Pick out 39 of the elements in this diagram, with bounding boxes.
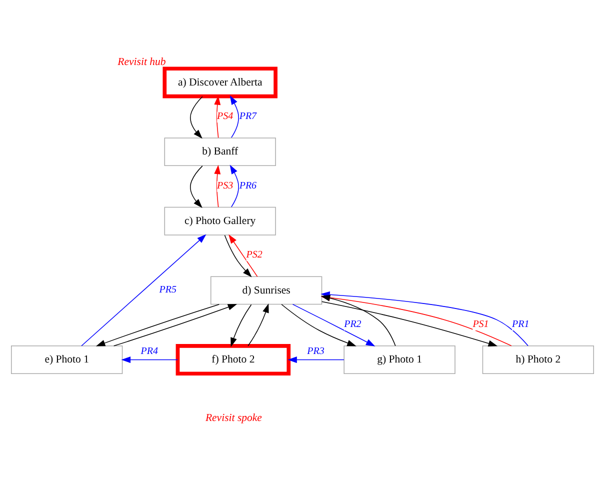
node-box: e) Photo 1	[11, 345, 123, 374]
node-box: d) Sunrises	[210, 276, 322, 304]
arrow	[190, 165, 203, 208]
node-box: h) Photo 2	[482, 345, 594, 374]
node-box: a) Discover Alberta	[162, 66, 278, 98]
node-box: g) Photo 1	[344, 345, 456, 374]
edge-label: PR2	[344, 318, 362, 330]
node-box: f) Photo 2	[176, 343, 291, 376]
arrow	[322, 300, 498, 346]
edge-label: PR4	[140, 345, 158, 356]
edge-label: PS3	[217, 180, 234, 191]
arrow	[81, 234, 206, 346]
edge-label: PS1	[472, 318, 489, 330]
edge-label: PS4	[217, 110, 234, 122]
arrow	[281, 303, 356, 346]
arrow	[121, 356, 178, 362]
edge-label: PR1	[512, 318, 530, 330]
node-box: c) Photo Gallery	[164, 206, 276, 235]
arrow	[96, 303, 220, 346]
arrow	[230, 94, 239, 138]
edge-label: PR7	[239, 110, 257, 122]
arrow	[230, 304, 252, 346]
edge-label: PR3	[307, 345, 324, 356]
node-box: b) Banff	[164, 137, 276, 166]
arrow	[228, 234, 258, 276]
edge-label: PS2	[246, 249, 262, 260]
edge-label: PR6	[239, 180, 257, 191]
arrow	[248, 303, 269, 346]
arrow	[190, 96, 203, 138]
arrow	[288, 356, 344, 362]
arrow	[214, 95, 221, 138]
arrow	[224, 234, 252, 277]
edge-label: PR5	[159, 284, 176, 295]
node-label: Revisit hub	[118, 55, 166, 68]
arrow	[113, 303, 238, 346]
arrow	[292, 303, 376, 346]
node-label: Revisit spoke	[205, 412, 262, 424]
arrow	[230, 164, 239, 207]
arrow	[214, 164, 221, 207]
